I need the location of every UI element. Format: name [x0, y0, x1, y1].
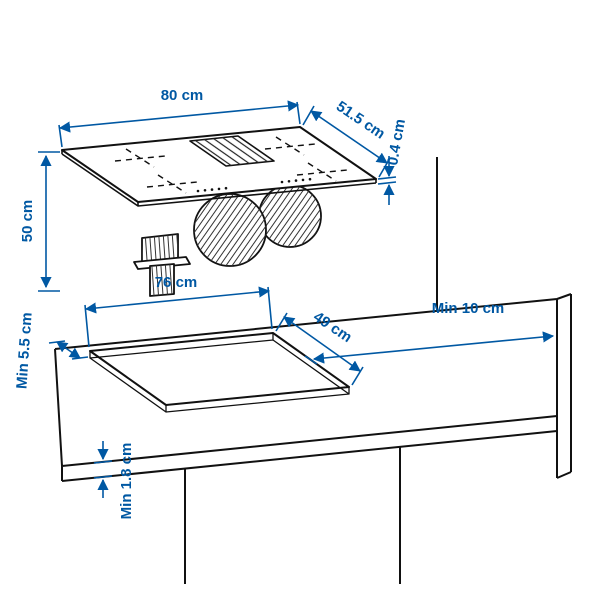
cabinet-lines [184, 447, 401, 584]
cutout-width-label: 76 cm [155, 274, 198, 291]
min-worktop-thickness-label: Min 1.8 cm [118, 443, 135, 520]
control-dots [196, 177, 312, 193]
dim-min-edge-clearance [48, 340, 89, 360]
dim-glass-thickness [377, 156, 397, 205]
fan-scroll-front-hatch [194, 194, 266, 266]
dim-min-side-clearance [304, 331, 555, 365]
extractor-fan-housing [193, 184, 322, 267]
worktop-cutout-inner-edge [89, 333, 350, 413]
cooking-zone-markings [114, 136, 348, 194]
dim-min-worktop-thickness [93, 441, 113, 498]
fan-scroll-rear-hatch [259, 185, 321, 247]
line-drawing [54, 126, 572, 584]
dimension-annotations [38, 100, 555, 498]
dim-cutout-width [84, 286, 273, 348]
install-height-label: 50 cm [19, 200, 36, 243]
dim-install-height [38, 151, 60, 292]
vent-grille-louvers [190, 136, 274, 166]
hob-glass-edge [61, 150, 377, 207]
min-side-clearance-label: Min 10 cm [432, 300, 505, 317]
min-edge-clearance-label: Min 5.5 cm [13, 312, 35, 390]
hob-width-label: 80 cm [161, 87, 204, 104]
dim-hob-width [58, 100, 301, 148]
